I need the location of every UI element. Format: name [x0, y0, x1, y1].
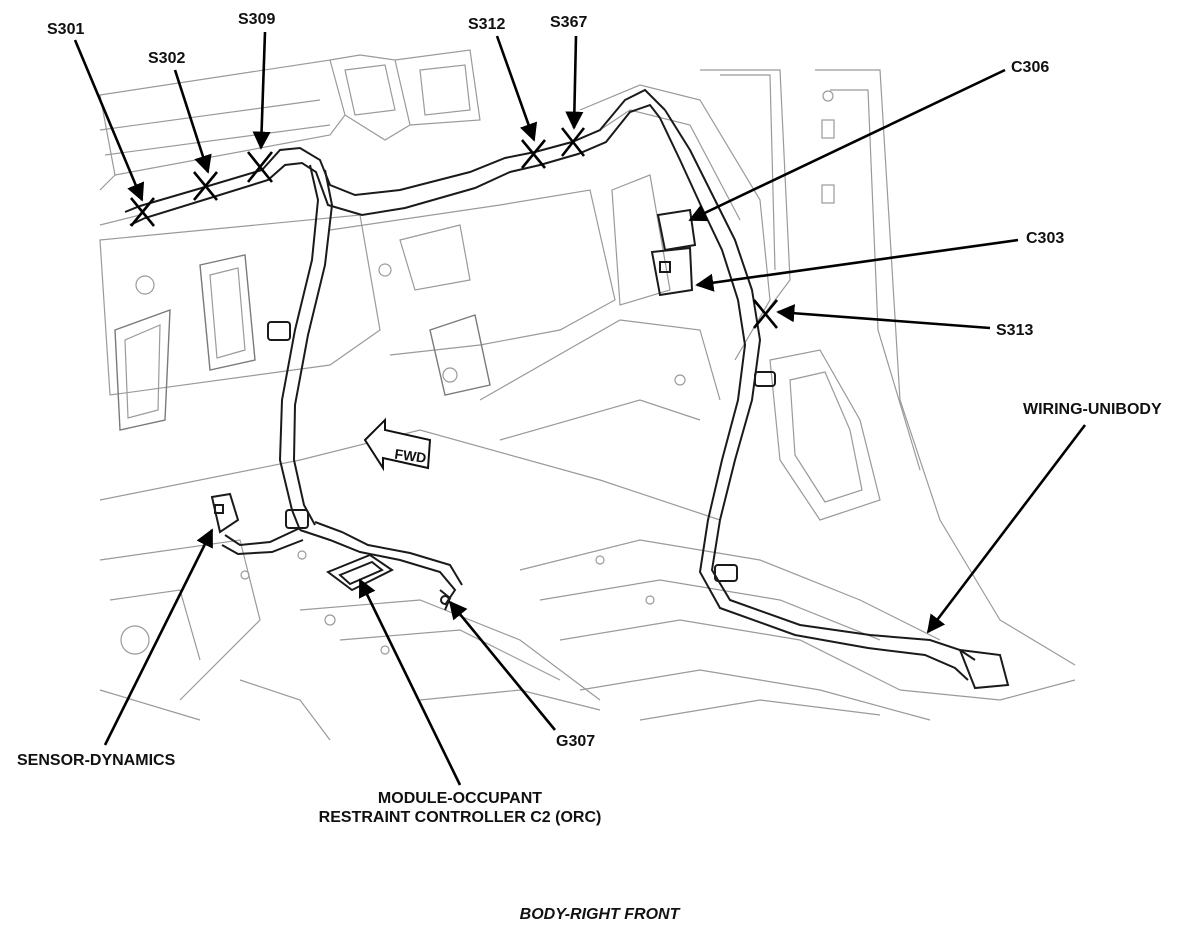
label-s367: S367 — [550, 14, 588, 31]
wiring-harness — [124, 88, 1010, 690]
leader-s313 — [776, 304, 991, 330]
diagram-caption: BODY-RIGHT FRONT — [519, 906, 680, 923]
label-s313: S313 — [996, 322, 1034, 339]
leader-wiring-unibody — [926, 424, 1087, 634]
leader-orc — [358, 578, 462, 786]
label-s312: S312 — [468, 16, 506, 33]
label-s301: S301 — [47, 21, 85, 38]
leader-s301 — [73, 39, 145, 202]
leader-sensor-dynamics — [103, 528, 214, 746]
label-s309: S309 — [238, 11, 276, 28]
leader-c303 — [695, 238, 1019, 292]
leader-c306 — [688, 68, 1006, 222]
splice-marker-s313 — [752, 299, 779, 329]
label-orc: MODULE-OCCUPANT RESTRAINT CONTROLLER C2 … — [290, 789, 630, 827]
leader-s312 — [495, 35, 538, 142]
label-wiring-unibody: WIRING-UNIBODY — [1023, 401, 1162, 418]
splice-marker-s302 — [192, 171, 219, 201]
forward-arrow-icon: FWD — [363, 417, 432, 472]
leader-s309 — [252, 31, 271, 150]
label-orc-line2: RESTRAINT CONTROLLER C2 (ORC) — [318, 809, 602, 826]
leader-s302 — [173, 69, 212, 174]
body-structure — [99, 49, 1076, 741]
leader-s367 — [565, 35, 584, 130]
label-g307: G307 — [556, 733, 596, 750]
label-sensor-dynamics: SENSOR-DYNAMICS — [17, 752, 176, 769]
leader-lines — [73, 31, 1087, 786]
label-orc-line1: MODULE-OCCUPANT — [377, 790, 543, 807]
splice-marker-s367 — [560, 127, 586, 157]
splice-markers — [129, 127, 779, 329]
splice-marker-s309 — [246, 151, 274, 183]
splice-marker-s301 — [129, 197, 156, 227]
leader-g307 — [448, 600, 557, 731]
label-s302: S302 — [148, 50, 186, 67]
fwd-text: FWD — [394, 446, 428, 466]
label-c306: C306 — [1011, 59, 1050, 76]
label-c303: C303 — [1026, 230, 1065, 247]
splice-marker-s312 — [520, 139, 547, 169]
